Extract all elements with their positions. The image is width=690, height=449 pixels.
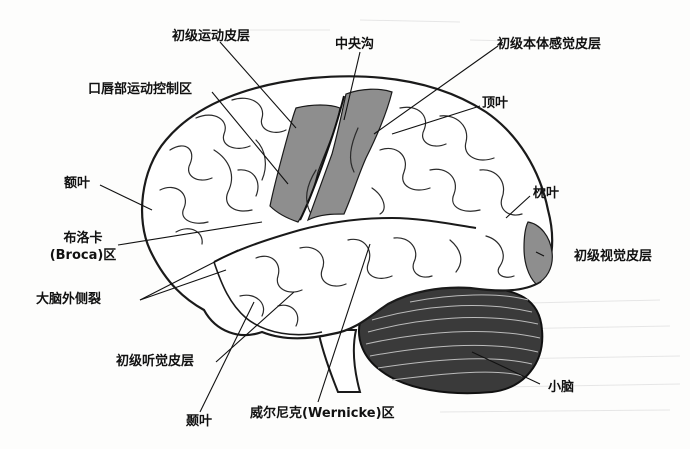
leader-lines	[99, 41, 545, 413]
cerebellum-shape	[358, 284, 544, 395]
label-primary-motor: 初级运动皮层	[172, 29, 251, 44]
label-lateral-fissure: 大脑外侧裂	[36, 292, 102, 307]
label-cerebellum: 小脑	[548, 380, 575, 395]
label-broca-line2: (Broca)区	[49, 248, 117, 263]
label-wernicke: 威尔尼克(Wernicke)区	[250, 406, 395, 421]
lateral-fissure-line	[213, 216, 477, 263]
label-temporal: 颞叶	[186, 414, 213, 429]
somatosensory-strip	[306, 88, 393, 222]
brain-stem	[316, 329, 362, 393]
label-lip-motor: 口唇部运动控制区	[88, 82, 193, 97]
label-primary-auditory: 初级听觉皮层	[116, 354, 195, 369]
label-occipital: 枕叶	[533, 186, 560, 201]
gyri-pattern	[159, 97, 523, 327]
label-broca: 布洛卡 (Broca)区	[46, 230, 120, 264]
label-central-sulcus: 中央沟	[335, 37, 375, 52]
label-frontal: 额叶	[64, 176, 91, 191]
label-primary-somatosensory: 初级本体感觉皮层	[497, 37, 602, 52]
background-texture	[250, 19, 681, 413]
label-parietal: 顶叶	[482, 96, 509, 111]
label-primary-visual: 初级视觉皮层	[574, 249, 653, 264]
label-broca-line1: 布洛卡	[63, 231, 103, 246]
